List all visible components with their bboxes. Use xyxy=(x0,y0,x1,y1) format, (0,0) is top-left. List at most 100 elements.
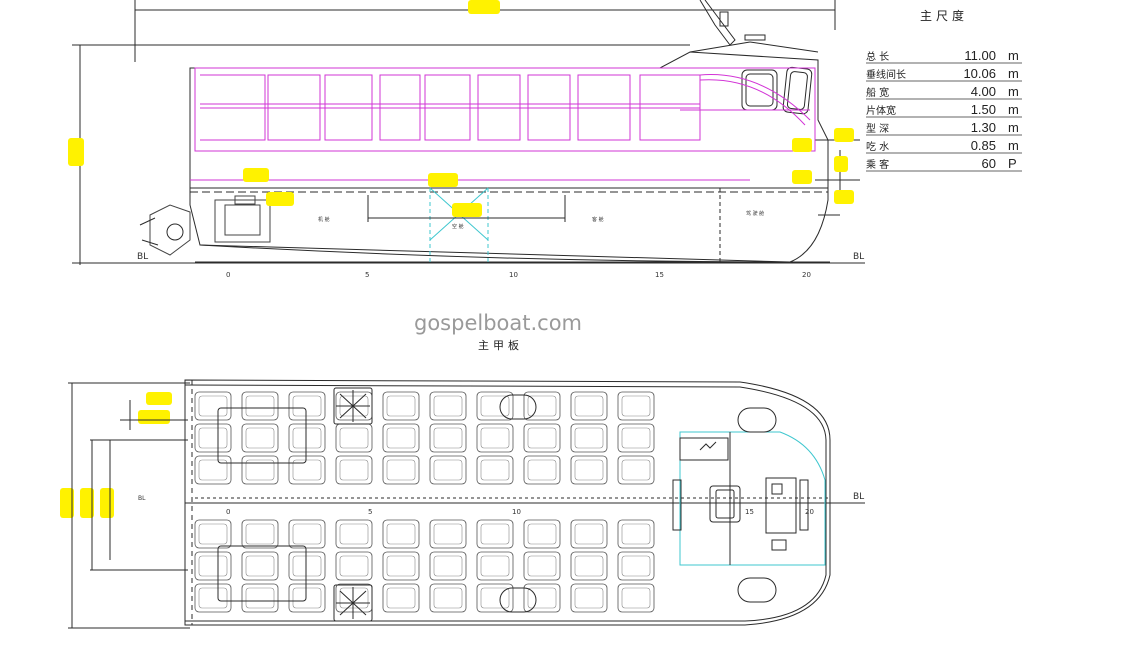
profile-view xyxy=(72,0,865,265)
seat-cushion xyxy=(574,459,604,481)
spec-row-label: 型 深 xyxy=(866,122,889,135)
spec-table-title: 主尺度 xyxy=(920,8,968,23)
passenger-seat xyxy=(617,551,655,581)
seat-cushion xyxy=(527,395,557,417)
seat-cushion xyxy=(339,427,369,449)
profile-baseline-right: BL xyxy=(853,252,864,262)
seat-cushion xyxy=(574,523,604,545)
seat-cushion xyxy=(292,587,322,609)
watermark: gospelboat.com xyxy=(414,311,582,335)
passenger-seat xyxy=(617,583,655,613)
spec-row-label: 总 长 xyxy=(866,50,889,63)
seat-cushion xyxy=(386,587,416,609)
seat-cushion xyxy=(339,587,369,609)
passenger-seat xyxy=(241,519,279,549)
passenger-seat xyxy=(288,423,326,453)
passenger-seat xyxy=(335,455,373,485)
passenger-seat xyxy=(617,455,655,485)
spec-row-unit: m xyxy=(1008,48,1019,63)
seat-cushion xyxy=(433,587,463,609)
spec-row-unit: m xyxy=(1008,84,1019,99)
deck-tick-20: 20 xyxy=(805,508,814,516)
seat-cushion xyxy=(292,459,322,481)
passenger-seat xyxy=(241,551,279,581)
passenger-seat xyxy=(523,423,561,453)
passenger-seat xyxy=(241,423,279,453)
seat-cushion xyxy=(245,427,275,449)
spec-row-unit: m xyxy=(1008,138,1019,153)
compartment-void: 空 舱 xyxy=(452,223,464,230)
passenger-seat xyxy=(429,455,467,485)
passenger-seat xyxy=(617,391,655,421)
seat-cushion xyxy=(574,395,604,417)
passenger-seat xyxy=(429,519,467,549)
spec-row-label: 乘 客 xyxy=(866,158,889,171)
seat-cushion xyxy=(386,395,416,417)
passenger-seat xyxy=(476,455,514,485)
seat-cushion xyxy=(527,523,557,545)
seat-cushion xyxy=(574,427,604,449)
spec-row-value: 10.06 xyxy=(963,66,996,81)
seat-cushion xyxy=(527,459,557,481)
spec-row-value: 0.85 xyxy=(971,138,996,153)
passenger-seat xyxy=(194,391,232,421)
spec-row-value: 4.00 xyxy=(971,84,996,99)
deck-baseline-right: BL xyxy=(853,492,864,502)
seat-cushion xyxy=(198,459,228,481)
passenger-seat xyxy=(382,455,420,485)
seat-cushion xyxy=(339,523,369,545)
seat-cushion xyxy=(527,587,557,609)
seat-layout xyxy=(194,391,655,613)
passenger-seat xyxy=(476,583,514,613)
seat-cushion xyxy=(292,523,322,545)
passenger-seat xyxy=(523,583,561,613)
passenger-seat xyxy=(382,583,420,613)
seat-cushion xyxy=(621,523,651,545)
deck-tick-5: 5 xyxy=(368,508,372,516)
passenger-seat xyxy=(241,391,279,421)
passenger-seat xyxy=(617,519,655,549)
profile-labels: BL BL 0 5 10 15 20 机 舱 空 舱 客 舱 驾 驶 舱 xyxy=(137,210,864,279)
profile-tick-20: 20 xyxy=(802,271,811,279)
seat-cushion xyxy=(433,555,463,577)
seat-cushion xyxy=(198,587,228,609)
seat-cushion xyxy=(198,395,228,417)
passenger-seat xyxy=(476,519,514,549)
spec-row-value: 60 xyxy=(982,156,996,171)
passenger-seat xyxy=(288,583,326,613)
spec-row-label: 片体宽 xyxy=(866,104,896,117)
seat-cushion xyxy=(198,523,228,545)
compartment-cabin: 客 舱 xyxy=(592,216,604,223)
passenger-seat xyxy=(523,391,561,421)
deck-labels: BL BL 0 5 10 15 20 xyxy=(138,492,864,516)
seat-cushion xyxy=(433,459,463,481)
spec-row-label: 吃 水 xyxy=(866,140,889,153)
seat-cushion xyxy=(386,427,416,449)
passenger-seat xyxy=(288,455,326,485)
deck-plan xyxy=(68,379,865,629)
seat-cushion xyxy=(245,459,275,481)
deck-title: 主甲板 xyxy=(478,338,523,352)
hatches xyxy=(217,387,777,622)
spec-row-unit: P xyxy=(1008,156,1017,171)
seat-cushion xyxy=(245,523,275,545)
passenger-seat xyxy=(335,519,373,549)
spec-row-value: 1.30 xyxy=(971,120,996,135)
seat-cushion xyxy=(574,555,604,577)
profile-tick-10: 10 xyxy=(509,271,518,279)
passenger-seat xyxy=(288,519,326,549)
highlight-marks xyxy=(60,0,854,518)
deck-tick-15: 15 xyxy=(745,508,754,516)
passenger-seat xyxy=(194,519,232,549)
seat-cushion xyxy=(433,427,463,449)
passenger-seat xyxy=(570,455,608,485)
seat-cushion xyxy=(245,555,275,577)
seat-cushion xyxy=(433,395,463,417)
seat-cushion xyxy=(480,459,510,481)
seat-cushion xyxy=(386,523,416,545)
passenger-seat xyxy=(194,551,232,581)
spec-row-label: 船 宽 xyxy=(866,86,889,99)
seat-cushion xyxy=(292,395,322,417)
passenger-seat xyxy=(382,519,420,549)
